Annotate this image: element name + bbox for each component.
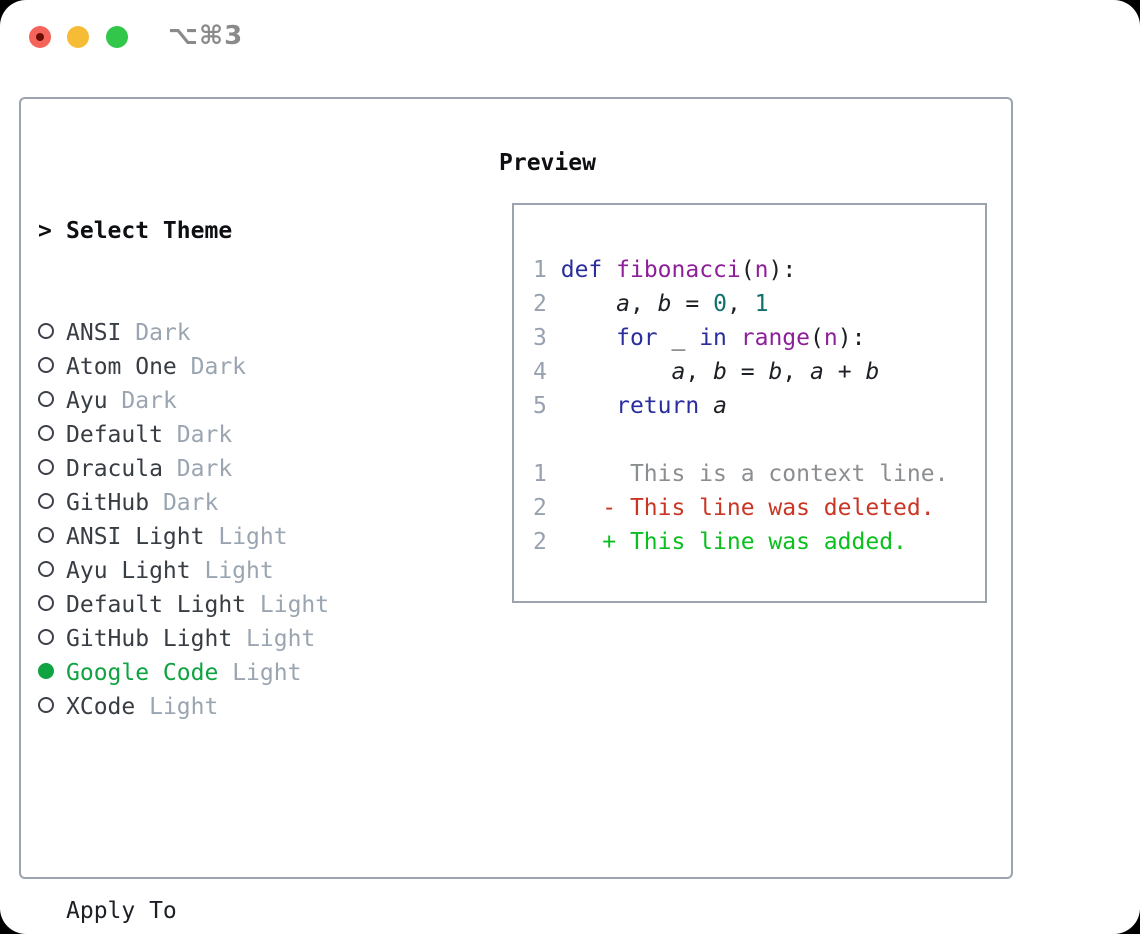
theme-option[interactable]: Ayu Light Light bbox=[38, 554, 426, 588]
theme-name: ANSI Light bbox=[66, 524, 205, 550]
preview-title: Preview bbox=[499, 150, 596, 176]
theme-variant-label: Light bbox=[218, 524, 288, 550]
diff-preview: 1 This is a context line. 2 - This line w… bbox=[533, 457, 985, 559]
theme-option[interactable]: Default Light Light bbox=[38, 588, 426, 622]
code-line: 5 return a bbox=[533, 393, 727, 419]
radio-icon bbox=[38, 384, 66, 418]
line-number: 2 bbox=[533, 291, 547, 317]
theme-option[interactable]: Google Code Light bbox=[38, 656, 426, 690]
select-theme-header: > Select Theme bbox=[38, 214, 426, 248]
theme-option[interactable]: Ayu Dark bbox=[38, 384, 426, 418]
code-preview: 1 def fibonacci(n): 2 a, b = 0, 1 3 for _ … bbox=[533, 253, 985, 423]
code-line: 1 def fibonacci(n): bbox=[533, 257, 797, 283]
theme-option[interactable]: Dracula Dark bbox=[38, 452, 426, 486]
theme-variant-label: Light bbox=[204, 558, 274, 584]
line-number: 2 bbox=[533, 495, 547, 521]
theme-option[interactable]: ANSI Light Light bbox=[38, 520, 426, 554]
theme-option[interactable]: ANSI Dark bbox=[38, 316, 426, 350]
theme-variant-label: Light bbox=[232, 660, 302, 686]
zoom-button[interactable] bbox=[106, 26, 128, 48]
line-number: 1 bbox=[533, 461, 547, 487]
diff-line-deleted: 2 - This line was deleted. bbox=[533, 495, 935, 521]
preview-pane: 1 def fibonacci(n): 2 a, b = 0, 1 3 for _ … bbox=[512, 203, 987, 603]
radio-icon bbox=[38, 520, 66, 554]
radio-icon bbox=[38, 622, 66, 656]
theme-option[interactable]: GitHub Dark bbox=[38, 486, 426, 520]
close-dot-icon bbox=[36, 33, 44, 41]
theme-variant-label: Light bbox=[149, 694, 219, 720]
theme-variant-label: Dark bbox=[176, 456, 233, 482]
theme-option[interactable]: Atom One Dark bbox=[38, 350, 426, 384]
theme-variant-label: Dark bbox=[135, 320, 191, 346]
theme-variant-label: Dark bbox=[190, 354, 247, 380]
theme-variant-label: Light bbox=[246, 626, 316, 652]
theme-name: Google Code bbox=[66, 660, 219, 686]
theme-variant-label: Dark bbox=[121, 388, 177, 414]
line-number: 3 bbox=[533, 325, 547, 351]
prompt-icon: > bbox=[38, 218, 52, 244]
theme-option[interactable]: Default Dark bbox=[38, 418, 426, 452]
theme-name: Ayu Light bbox=[66, 558, 191, 584]
apply-to-header: Apply To bbox=[38, 894, 426, 928]
theme-option[interactable]: GitHub Light Light bbox=[38, 622, 426, 656]
code-line: 4 a, b = b, a + b bbox=[533, 359, 880, 385]
radio-icon bbox=[38, 588, 66, 622]
radio-icon bbox=[38, 452, 66, 486]
line-number: 4 bbox=[533, 359, 547, 385]
spacer bbox=[533, 423, 985, 457]
theme-variant-label: Light bbox=[259, 592, 330, 618]
spacer bbox=[533, 219, 985, 253]
select-theme-title: Select Theme bbox=[66, 218, 233, 244]
spacer bbox=[38, 792, 426, 826]
diff-line-context: 1 This is a context line. bbox=[533, 461, 949, 487]
line-number: 1 bbox=[533, 257, 547, 283]
minimize-button[interactable] bbox=[67, 26, 89, 48]
radio-icon bbox=[38, 350, 66, 384]
code-line: 3 for _ in range(n): bbox=[533, 325, 866, 351]
theme-name: ANSI bbox=[66, 320, 122, 346]
radio-icon bbox=[38, 554, 66, 588]
theme-name: Atom One bbox=[66, 354, 177, 380]
close-button[interactable] bbox=[29, 26, 51, 48]
diff-line-added: 2 + This line was added. bbox=[533, 529, 907, 555]
radio-icon bbox=[38, 486, 66, 520]
theme-name: Ayu bbox=[66, 388, 108, 414]
code-line: 2 a, b = 0, 1 bbox=[533, 291, 769, 317]
radio-icon bbox=[38, 316, 66, 350]
theme-name: Dracula bbox=[66, 456, 163, 482]
apply-to-title: Apply To bbox=[66, 898, 177, 924]
theme-name: XCode bbox=[66, 694, 136, 720]
window-title: ⌥⌘3 bbox=[168, 21, 244, 51]
theme-name: Default bbox=[66, 422, 163, 448]
radio-icon bbox=[38, 418, 66, 452]
line-number: 5 bbox=[533, 393, 547, 419]
theme-name: GitHub Light bbox=[66, 626, 233, 652]
theme-name: GitHub bbox=[66, 490, 150, 516]
theme-option[interactable]: XCode Light bbox=[38, 690, 426, 724]
line-number: 2 bbox=[533, 529, 547, 555]
radio-selected-icon bbox=[38, 656, 66, 690]
theme-name: Default Light bbox=[66, 592, 247, 618]
theme-variant-label: Dark bbox=[162, 490, 219, 516]
theme-variant-label: Dark bbox=[176, 422, 233, 448]
radio-icon bbox=[38, 690, 66, 724]
